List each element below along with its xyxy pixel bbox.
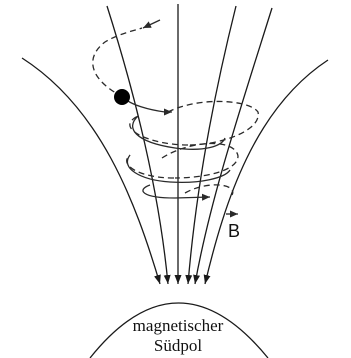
field-line-inner-right bbox=[185, 5, 237, 285]
charged-particle bbox=[114, 89, 130, 105]
field-vector-symbol: B bbox=[228, 221, 240, 241]
trajectory-back-loop-1 bbox=[167, 100, 259, 146]
field-line-right bbox=[193, 7, 273, 285]
trajectory-back-loop-4 bbox=[126, 154, 175, 179]
field-line-outer-right bbox=[203, 59, 329, 285]
trajectory-top-dashed bbox=[92, 27, 143, 98]
pole-surface-arc bbox=[89, 302, 269, 358]
trajectory-front-1 bbox=[122, 96, 172, 116]
field-line-outer-left bbox=[21, 57, 161, 285]
pole-label-line1: magnetischer bbox=[133, 316, 224, 335]
trajectory-top-arrow bbox=[142, 19, 161, 29]
field-line-inner-left bbox=[106, 5, 171, 285]
trajectory-back-loop-5 bbox=[184, 184, 234, 196]
trajectory-front-2 bbox=[132, 115, 226, 150]
field-vector-label: B bbox=[226, 210, 240, 241]
pole-label-line2: Südpol bbox=[154, 336, 202, 355]
trajectory-front-3 bbox=[126, 154, 231, 184]
trajectory-front-4 bbox=[142, 184, 211, 201]
trajectory-back-loop-3 bbox=[161, 142, 239, 179]
trajectory-back-loop-2 bbox=[129, 115, 189, 146]
